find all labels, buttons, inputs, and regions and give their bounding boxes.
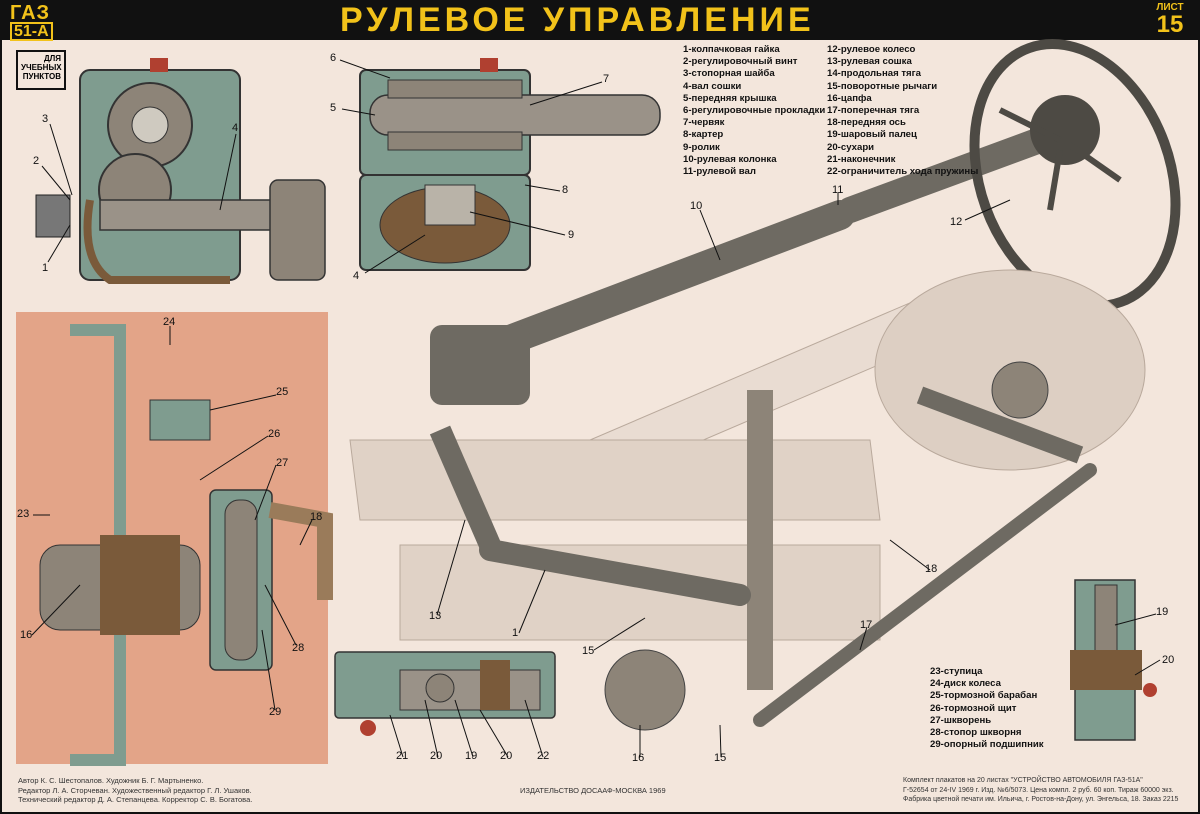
sheet-label: ЛИСТ <box>1156 2 1184 13</box>
sheet-number-block: ЛИСТ 15 <box>1148 2 1192 37</box>
callout-2: 2 <box>33 155 40 167</box>
callout-16b: 16 <box>632 752 645 764</box>
legend-hub-column: 23-ступица 24-диск колеса 25-тормозной б… <box>930 666 1044 751</box>
legend-item: 15-поворотные рычаги <box>827 80 938 92</box>
callout-26: 26 <box>268 428 281 440</box>
brand-logo: ГАЗ 51-А <box>6 2 62 41</box>
callout-10: 10 <box>690 200 703 212</box>
legend-item: 4-вал сошки <box>683 80 742 92</box>
sheet-number: 15 <box>1156 11 1184 38</box>
callout-17: 17 <box>860 619 873 631</box>
callout-28: 28 <box>292 642 305 654</box>
footer-print-info: Комплект плакатов на 20 листах "УСТРОЙСТ… <box>903 776 1178 805</box>
callout-13: 13 <box>429 610 442 622</box>
legend-item: 16-цапфа <box>827 92 872 104</box>
footer-publisher: ИЗДАТЕЛЬСТВО ДОСААФ-МОСКВА 1969 <box>520 786 666 795</box>
credit-line: Автор К. С. Шестопалов. Художник Б. Г. М… <box>18 776 204 785</box>
brand-make: ГАЗ <box>10 2 51 24</box>
callout-25: 25 <box>276 386 289 398</box>
header-bar <box>0 0 1200 40</box>
callout-9: 9 <box>568 229 575 241</box>
legend-item: 22-ограничитель хода пружины <box>827 166 979 178</box>
legend-item: 25-тормозной барабан <box>930 690 1038 702</box>
callout-4: 4 <box>232 122 239 134</box>
steering-gear-section <box>35 58 326 284</box>
legend-right-column: 12-рулевое колесо 13-рулевая сошка 14-пр… <box>827 44 978 178</box>
legend-item: 3-стопорная шайба <box>683 68 775 80</box>
credit-line: Редактор Л. А. Сторчеван. Художественный… <box>18 785 252 795</box>
legend-item: 2-регулировочный винт <box>683 56 798 68</box>
callout-23: 23 <box>17 508 30 520</box>
legend-item: 14-продольная тяга <box>827 68 921 80</box>
callout-5: 5 <box>330 102 337 114</box>
brand-model: 51-А <box>10 22 53 41</box>
callout-12: 12 <box>950 216 963 228</box>
callout-3: 3 <box>42 113 49 125</box>
callout-19: 19 <box>465 750 478 762</box>
badge-line-3: ПУНКТОВ <box>22 72 61 81</box>
page-title: РУЛЕВОЕ УПРАВЛЕНИЕ <box>340 1 815 39</box>
callout-20: 20 <box>430 750 443 762</box>
legend-item: 28-стопор шкворня <box>930 727 1022 739</box>
leader-lines <box>31 59 1161 758</box>
legend-item: 5-передняя крышка <box>683 92 777 104</box>
frame-and-axle <box>349 269 1146 731</box>
legend-item: 9-ролик <box>683 141 720 153</box>
callout-22: 22 <box>537 750 550 762</box>
worm-roller-section <box>359 58 661 271</box>
legend-item: 26-тормозной щит <box>930 702 1017 714</box>
print-line: Г-52654 от 24-IV 1969 г. Изд. №6/5073. Ц… <box>903 786 1174 794</box>
callout-29: 29 <box>269 706 282 718</box>
callout-8: 8 <box>562 184 569 196</box>
legend-item: 7-червяк <box>683 117 725 129</box>
legend-item: 11-рулевой вал <box>683 166 756 178</box>
callout-18: 18 <box>310 511 323 523</box>
badge-line-2: УЧЕБНЫХ <box>21 63 62 72</box>
credit-line: Технический редактор Д. А. Степанцева. К… <box>18 795 253 804</box>
drag-link-section <box>334 651 556 736</box>
callout-20c: 20 <box>1162 654 1175 666</box>
callout-24: 24 <box>163 316 176 328</box>
legend-item: 6-регулировочные прокладки <box>683 105 826 117</box>
callout-11: 11 <box>832 184 844 196</box>
callout-7: 7 <box>603 73 610 85</box>
legend-item: 10-рулевая колонка <box>683 153 777 165</box>
callout-4b: 4 <box>353 270 360 282</box>
callout-19b: 19 <box>1156 606 1169 618</box>
steering-column-assembly <box>455 39 1181 370</box>
ball-pin-detail <box>1070 579 1157 741</box>
legend-item: 27-шкворень <box>930 714 992 726</box>
callout-27: 27 <box>276 457 289 469</box>
callout-1: 1 <box>42 262 49 274</box>
legend-left-column: 1-колпачковая гайка 2-регулировочный вин… <box>683 44 825 178</box>
callout-1b: 1 <box>512 627 519 639</box>
badge-line-1: ДЛЯ <box>43 54 61 63</box>
legend-item: 12-рулевое колесо <box>827 44 916 55</box>
callout-18b: 18 <box>925 563 938 575</box>
legend-item: 24-диск колеса <box>930 678 1001 690</box>
callout-20b: 20 <box>500 750 513 762</box>
callout-15: 15 <box>582 645 595 657</box>
print-line: Комплект плакатов на 20 листах "УСТРОЙСТ… <box>903 777 1143 784</box>
legend-item: 13-рулевая сошка <box>827 56 912 68</box>
callout-16: 16 <box>20 629 33 641</box>
legend-item: 8-картер <box>683 129 724 141</box>
legend-item: 29-опорный подшипник <box>930 739 1044 751</box>
legend-item: 23-ступица <box>930 666 983 677</box>
legend-item: 1-колпачковая гайка <box>683 44 780 55</box>
callout-6: 6 <box>330 52 337 64</box>
callout-21: 21 <box>396 750 409 762</box>
legend-item: 19-шаровый палец <box>827 129 917 141</box>
legend-item: 21-наконечник <box>827 153 896 165</box>
legend-item: 18-передняя ось <box>827 117 906 129</box>
hub-kingpin-section <box>39 324 333 766</box>
footer-credits: Автор К. С. Шестопалов. Художник Б. Г. М… <box>18 776 252 805</box>
dosaaf-badge: ДЛЯ УЧЕБНЫХ ПУНКТОВ <box>16 50 66 90</box>
print-line: Фабрика цветной печати им. Ильича, г. Ро… <box>903 796 1179 803</box>
legend-item: 20-сухари <box>827 141 875 153</box>
callout-15b: 15 <box>714 752 727 764</box>
legend-item: 17-поперечная тяга <box>827 105 920 117</box>
